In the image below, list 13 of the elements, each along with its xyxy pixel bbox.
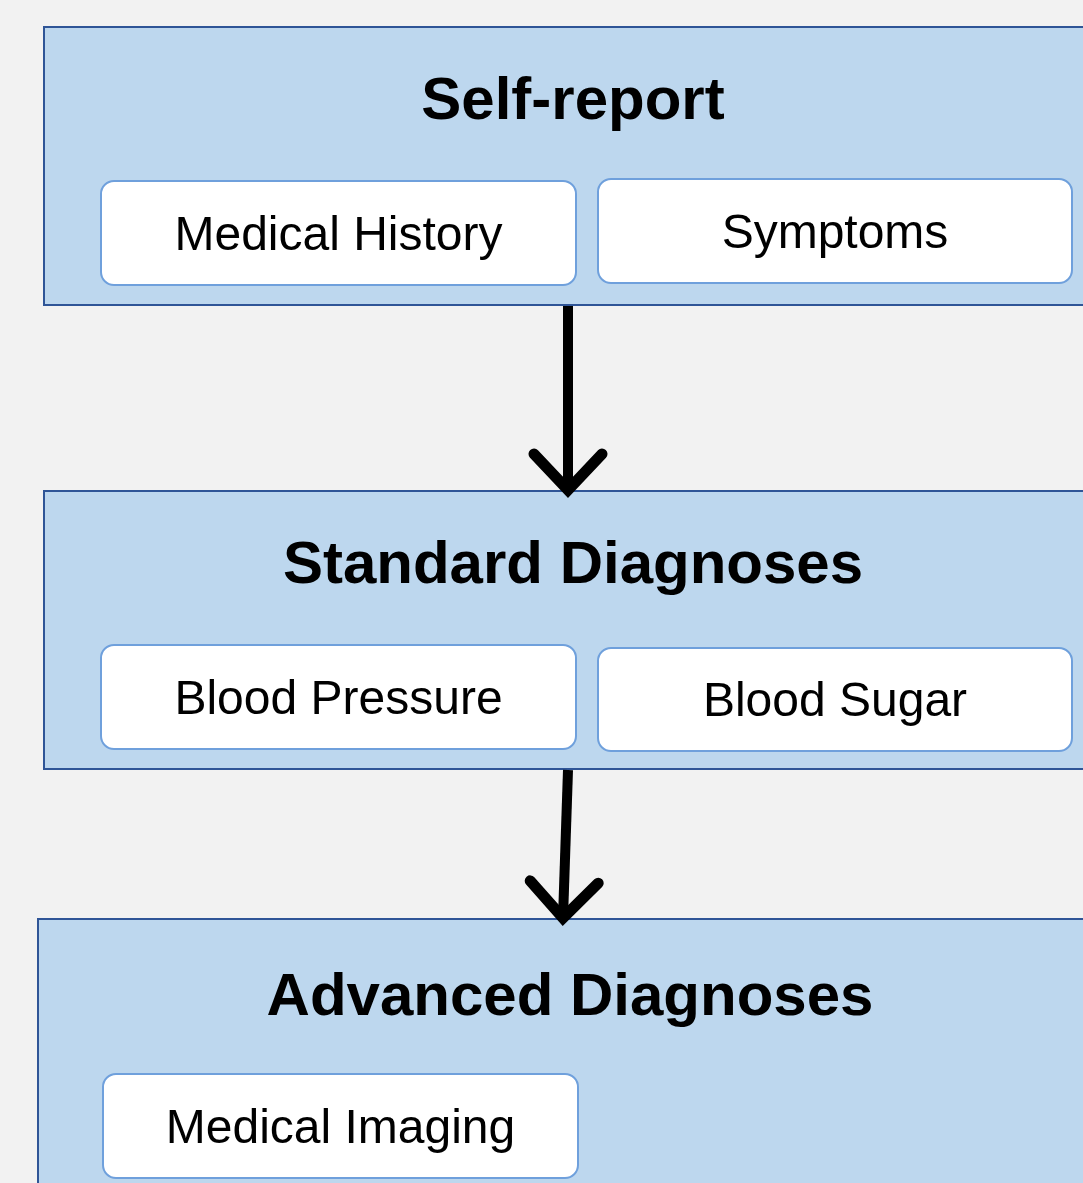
item-box: Blood Sugar <box>597 647 1073 752</box>
stage-panel <box>43 26 1083 306</box>
arrow <box>524 769 604 924</box>
panel-heading: Self-report <box>421 65 725 132</box>
item-box: Blood Pressure <box>100 644 577 750</box>
stage-panel <box>37 918 1083 1183</box>
item-box: Medical Imaging <box>102 1073 579 1179</box>
arrow <box>528 306 608 496</box>
item-box: Symptoms <box>597 178 1073 284</box>
panel-heading: Advanced Diagnoses <box>266 961 874 1028</box>
panel-heading: Standard Diagnoses <box>282 529 864 596</box>
stage-panel <box>43 490 1083 770</box>
item-box: Medical History <box>100 180 577 286</box>
